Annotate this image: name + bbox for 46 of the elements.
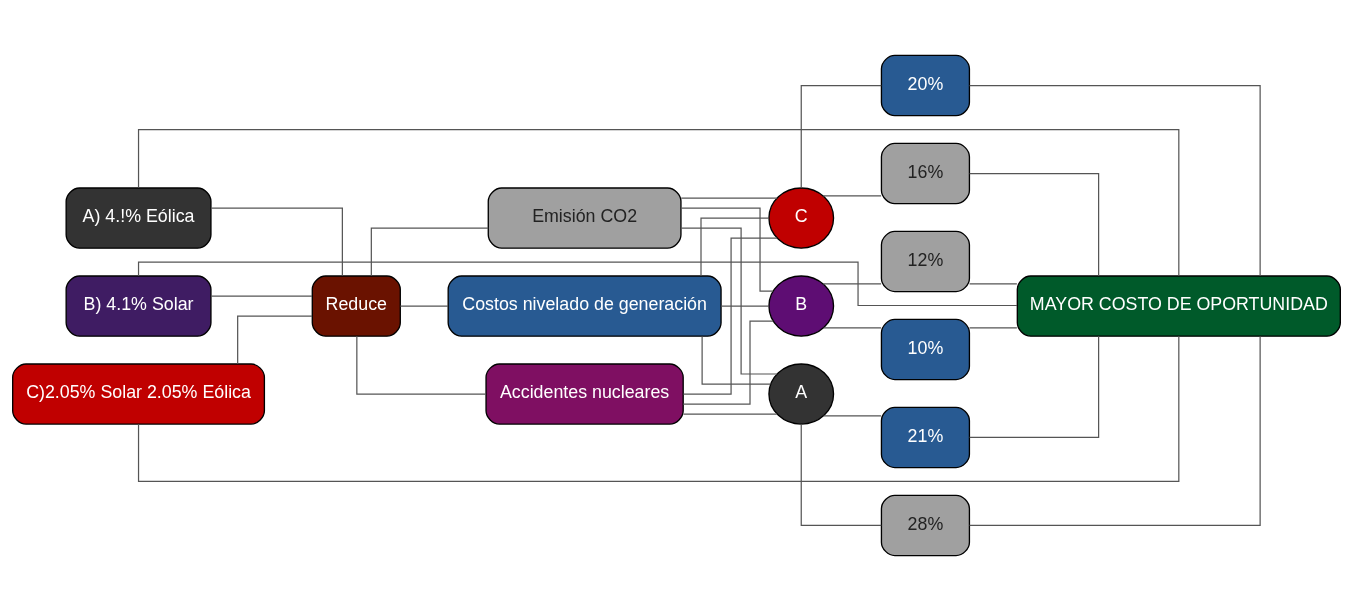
connector bbox=[822, 195, 882, 197]
node-box: Accidentes nucleares bbox=[485, 363, 684, 425]
node-box: Emisión CO2 bbox=[487, 187, 682, 249]
connector bbox=[680, 207, 774, 292]
node-box: 16% bbox=[880, 142, 971, 205]
connector bbox=[823, 327, 882, 329]
connector bbox=[968, 335, 1100, 439]
connector bbox=[968, 84, 1261, 277]
connector bbox=[399, 305, 449, 307]
connector bbox=[720, 305, 770, 307]
node-box: 21% bbox=[880, 406, 971, 469]
connector bbox=[968, 283, 1018, 285]
connector bbox=[968, 172, 1100, 277]
node-box: C)2.05% Solar 2.05% Eólica bbox=[12, 363, 266, 425]
connector bbox=[822, 283, 882, 285]
connector bbox=[968, 335, 1261, 527]
connector bbox=[682, 413, 778, 415]
node-box: A) 4.!% Eólica bbox=[65, 187, 212, 249]
node-box: 28% bbox=[880, 494, 971, 557]
connector bbox=[210, 295, 313, 297]
node-box: 20% bbox=[880, 54, 971, 117]
node-box: 10% bbox=[880, 318, 971, 381]
node-box: B) 4.1% Solar bbox=[65, 275, 212, 337]
connector bbox=[210, 207, 343, 277]
connector bbox=[680, 227, 778, 375]
node-box: MAYOR COSTO DE OPORTUNIDAD bbox=[1016, 275, 1341, 337]
node-box: Costos nivelado de generación bbox=[447, 275, 722, 337]
connector bbox=[682, 320, 774, 405]
node-circle: A bbox=[768, 363, 835, 425]
connector bbox=[823, 415, 882, 417]
connector bbox=[800, 423, 882, 527]
node-circle: C bbox=[768, 187, 835, 249]
connector bbox=[356, 335, 487, 395]
connector bbox=[800, 84, 882, 189]
connector bbox=[237, 315, 313, 365]
connector bbox=[680, 197, 778, 199]
connector bbox=[700, 217, 770, 277]
node-box: Reduce bbox=[311, 275, 401, 337]
connector bbox=[137, 335, 1180, 483]
node-box: 12% bbox=[880, 230, 971, 293]
connector bbox=[968, 327, 1018, 329]
connector bbox=[682, 237, 778, 395]
node-circle: B bbox=[768, 275, 835, 337]
connector bbox=[701, 335, 772, 385]
connector bbox=[137, 128, 1180, 277]
connector bbox=[370, 227, 489, 277]
